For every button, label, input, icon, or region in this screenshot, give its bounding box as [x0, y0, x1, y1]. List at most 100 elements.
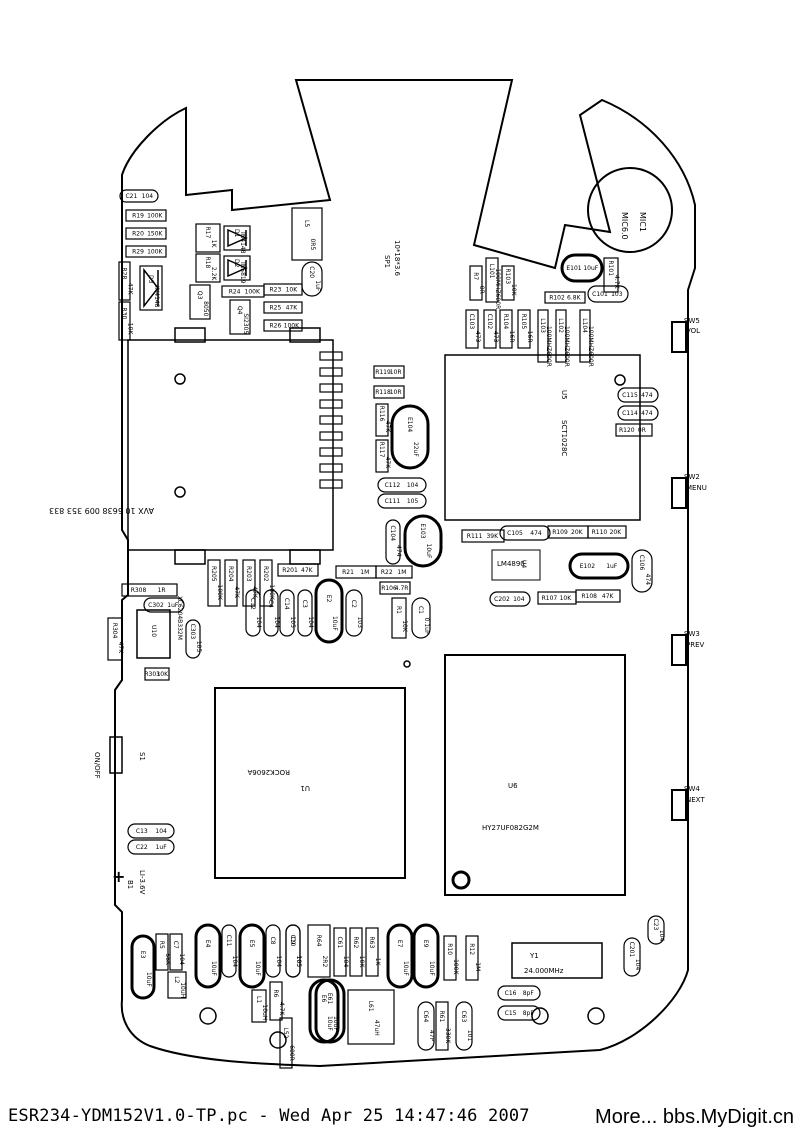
component-value: 104: [658, 930, 665, 942]
switch-menu[interactable]: SW2 MENU: [671, 473, 707, 509]
component-value: 1M: [397, 569, 406, 576]
component-outline: [377, 477, 427, 493]
u5-ref: U5: [560, 390, 568, 400]
component-outline: [349, 927, 363, 977]
component-outline: [118, 301, 131, 341]
mic-label: MIC6.0: [620, 212, 629, 240]
component-outline: [269, 981, 283, 1021]
component-ref: E61: [326, 993, 333, 1005]
component-outline: [125, 227, 167, 240]
component-value: 10K: [156, 671, 169, 678]
component-ref: R308: [131, 587, 147, 594]
component-e61: E61 10uF: [314, 978, 346, 1044]
switch-vol-ref: SW5: [684, 317, 700, 325]
component-outline: [307, 924, 331, 978]
component-value: 474: [395, 545, 402, 557]
switch-prev[interactable]: SW3 PREV: [671, 630, 705, 666]
component-ref: C111: [385, 498, 401, 505]
component-value: 1M: [360, 569, 369, 576]
component-ref: L61: [367, 1001, 374, 1012]
component-ref: C11: [225, 935, 232, 947]
component-outline: [139, 265, 163, 311]
component-ref: E101: [566, 265, 581, 272]
component-ref: L2: [173, 976, 180, 983]
component-outline: [365, 927, 379, 977]
component-outline: [279, 1017, 293, 1069]
component-value: 1uF: [606, 563, 618, 570]
component-ref: R23: [269, 287, 281, 294]
component-value: 10uF: [145, 972, 152, 987]
component-outline: [245, 589, 261, 637]
component-outline: [314, 978, 346, 1044]
component-outline: [144, 667, 170, 681]
component-outline: [347, 989, 395, 1045]
component-outline: [242, 559, 256, 607]
component-outline: [314, 578, 344, 644]
component-ref: R19: [132, 213, 144, 220]
component-outline: [497, 985, 541, 1001]
component-value: 100MHZ600R: [494, 268, 501, 309]
component-ref: R109: [552, 529, 568, 536]
component-outline: [155, 933, 169, 971]
component-value: 0R: [478, 286, 485, 294]
component-value: 101: [466, 1030, 473, 1042]
component-outline: [223, 255, 251, 281]
component-outline: [308, 978, 340, 1044]
component-ref: L102: [557, 318, 564, 333]
component-outline: [390, 404, 430, 470]
switch-next[interactable]: SW4 NEXT: [671, 785, 705, 821]
component-ref: C22: [136, 844, 148, 851]
component-ref: C16: [505, 990, 517, 997]
component-value: 100K: [216, 585, 223, 601]
component-outline: [469, 265, 483, 301]
more-link[interactable]: More... bbs.MyDigit.cn: [595, 1106, 794, 1128]
component-value: 104: [634, 959, 641, 971]
u5-part: SCT1028C: [560, 420, 568, 456]
component-value: 47K: [251, 586, 258, 599]
component-value: 473: [474, 331, 481, 343]
component-value: 104: [513, 596, 525, 603]
component-outline: [119, 189, 159, 203]
component-ref: C13: [136, 828, 148, 835]
component-value: 10uF: [326, 1016, 333, 1031]
component-value: 47K: [117, 642, 124, 655]
component-value: 100MHZ600R: [587, 326, 594, 367]
power-switch[interactable]: S1 ON/OFF: [93, 736, 146, 779]
component-value: IN5819: [239, 262, 246, 284]
component-value: 1K: [374, 958, 381, 967]
component-value: 16R: [508, 331, 515, 343]
switch-vol[interactable]: SW5 VOL: [671, 317, 700, 353]
component-value: 10uF: [210, 961, 217, 976]
component-ref: R111: [467, 533, 483, 540]
component-value: 10uF: [254, 961, 261, 976]
component-outline: [301, 261, 323, 297]
component-outline: [375, 403, 389, 437]
component-ref: D1: [233, 229, 240, 238]
component-ref: R63: [368, 936, 375, 948]
switch-vol-name: VOL: [686, 327, 700, 335]
